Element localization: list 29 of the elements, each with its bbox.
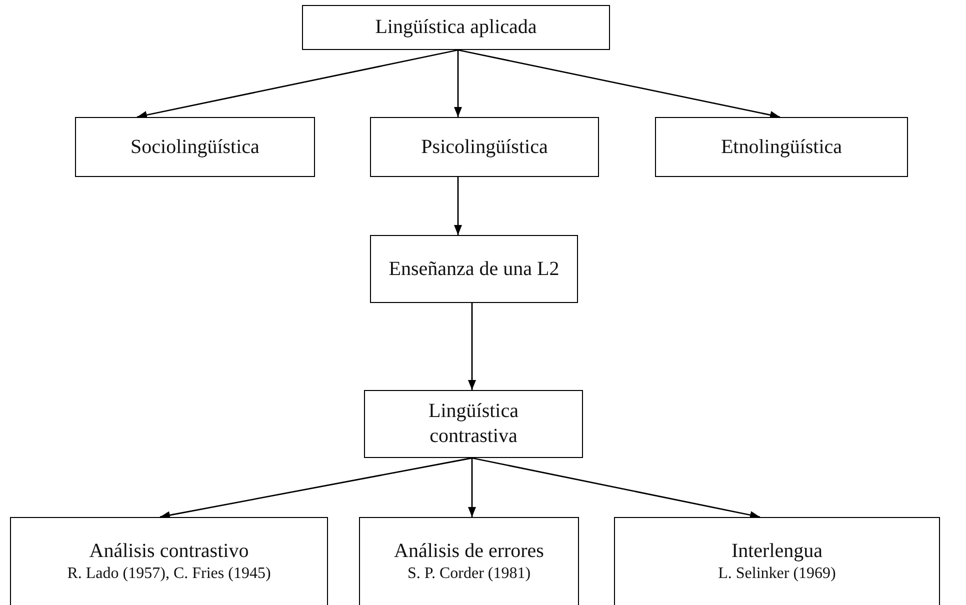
author-citation: S. P. Corder (1981): [407, 564, 531, 584]
text-box: [655, 117, 908, 177]
box-label: Lingüística contrastiva: [428, 399, 520, 449]
text-box: [302, 5, 610, 50]
arrow: [468, 303, 476, 390]
box-label: Lingüística aplicada: [375, 15, 537, 40]
text-box: [364, 390, 583, 458]
arrow: [472, 457, 760, 519]
text-box: [10, 517, 328, 605]
box-label: Interlengua: [731, 539, 823, 564]
arrow: [468, 458, 476, 517]
arrow: [160, 457, 472, 520]
box-label: Análisis de errores: [394, 539, 544, 564]
box-label: Sociolingüística: [130, 134, 260, 160]
box-label: Análisis contrastivo: [89, 539, 249, 564]
box-label: Etnolingüística: [720, 134, 842, 160]
author-citation: R. Lado (1957), C. Fries (1945): [67, 564, 271, 584]
text-box: [370, 117, 599, 177]
text-box: [614, 517, 940, 605]
arrow: [454, 50, 462, 117]
text-box: [75, 117, 315, 177]
box-label: Enseñanza de una L2: [388, 256, 560, 282]
arrow: [458, 49, 780, 119]
box-label: Psicolingüística: [421, 134, 548, 160]
author-citation: L. Selinker (1969): [718, 564, 836, 584]
text-box: [359, 517, 579, 605]
arrow: [454, 177, 462, 235]
arrow: [136, 49, 458, 119]
text-box: [370, 235, 578, 303]
